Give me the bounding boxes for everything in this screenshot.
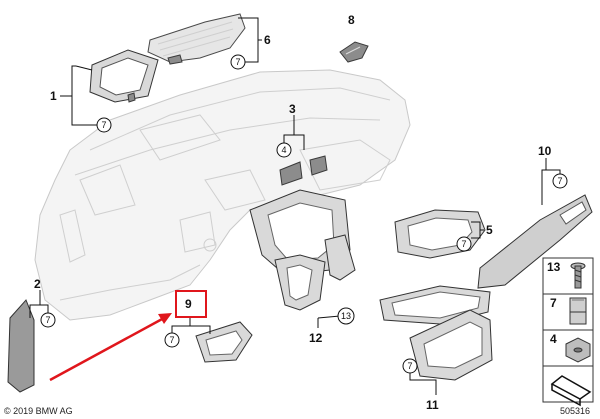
part-label-8: 8 [348,13,355,27]
part-label-2: 2 [34,277,41,291]
callout-1: 7 [96,117,112,133]
svg-text:7: 7 [101,120,106,130]
part-label-5: 5 [486,223,493,237]
svg-text:7: 7 [169,335,174,345]
copyright-text: © 2019 BMW AG [4,406,73,416]
callout-12: 13 [337,307,355,325]
part-1-frame [89,49,159,103]
callout-9: 7 [164,332,180,348]
part-3-carrier [249,155,356,311]
callout-10: 7 [552,173,568,189]
callout-5: 7 [456,236,472,252]
callout-6: 7 [230,54,246,70]
highlight-arrow [49,316,165,382]
part-label-3: 3 [289,102,296,116]
diagram-number: 505316 [560,406,590,416]
svg-text:7: 7 [461,239,466,249]
svg-text:7: 7 [557,176,562,186]
highlight-group [49,290,207,382]
svg-text:4: 4 [281,145,286,155]
part-9-bezel [195,321,253,363]
part-label-9: 9 [185,297,192,311]
svg-text:7: 7 [45,315,50,325]
part-label-11: 11 [426,398,439,412]
part-10-strip [477,194,593,289]
part-label-12: 12 [309,331,323,345]
callouts: 7 7 4 7 7 7 7 7 [40,54,568,374]
leader-lines [29,17,561,395]
legend-label-2: 7 [550,296,557,310]
callout-11: 7 [402,358,418,374]
legend-label-1: 13 [547,260,561,274]
part-labels: 1 2 3 5 6 8 9 10 11 12 [34,13,552,412]
legend: 13 7 4 [542,257,594,407]
legend-label-3: 4 [550,332,557,346]
clip-icon [569,297,587,325]
part-11-panels [379,285,493,381]
highlight-arrowhead [158,313,172,324]
nut-icon [565,337,591,363]
part-label-1: 1 [50,89,57,103]
callout-3: 4 [276,142,292,158]
part-8-vent [339,41,369,63]
bracket-symbol-icon [550,375,592,407]
part-5-trim [394,209,486,259]
legend-cell-1 [542,257,594,295]
svg-text:7: 7 [407,361,412,371]
callout-2: 7 [40,312,56,328]
part-6-grille [147,13,246,65]
part-2-side-panel [7,299,35,393]
screw-icon [570,262,586,289]
part-label-10: 10 [538,144,552,158]
svg-text:13: 13 [341,311,351,321]
svg-text:7: 7 [235,57,240,67]
part-label-6: 6 [264,33,271,47]
highlight-box [175,290,207,318]
dashboard-outline [34,69,411,321]
